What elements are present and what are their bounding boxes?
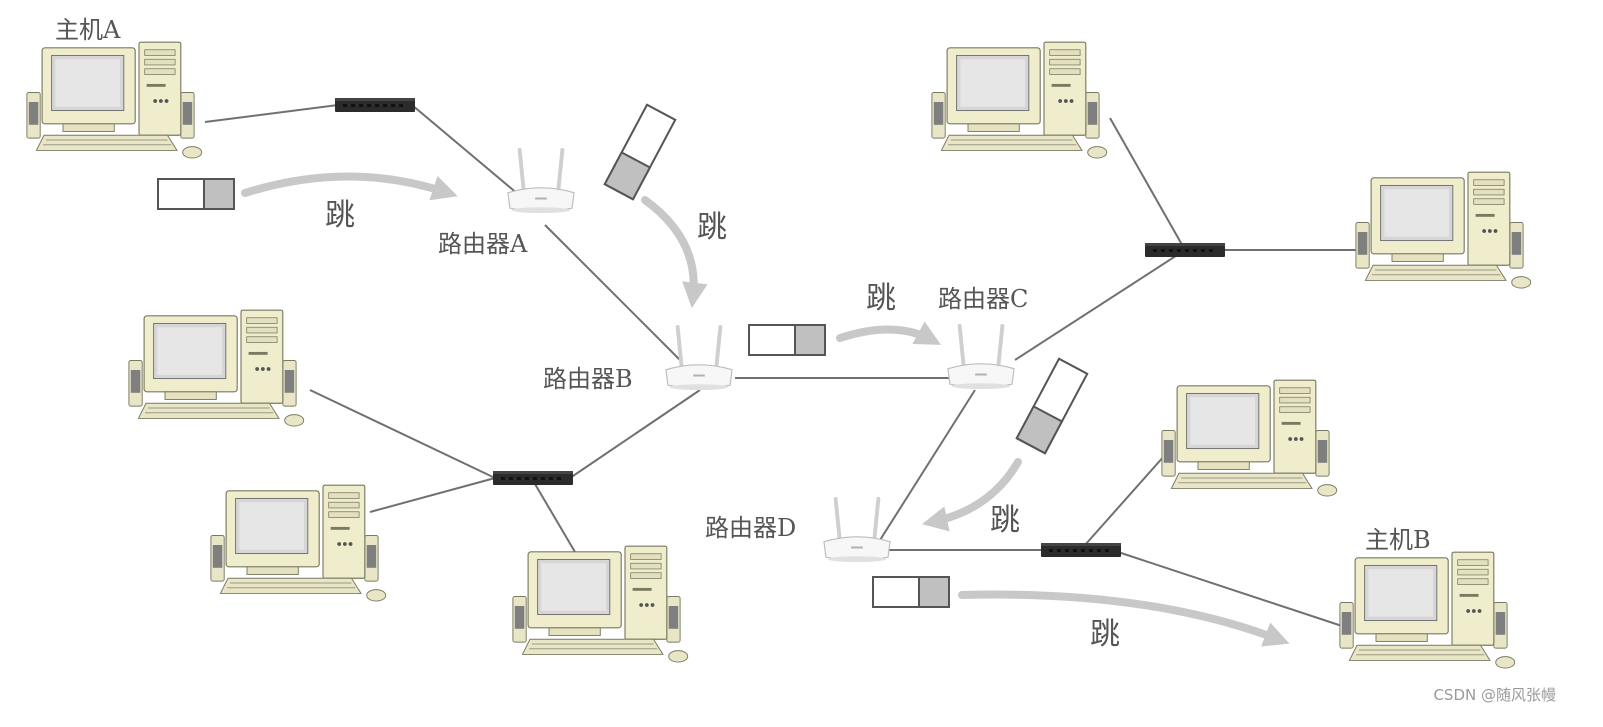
computer-icon — [931, 41, 1108, 159]
arrow-icon — [241, 172, 458, 201]
hop-arrows — [241, 172, 1290, 647]
computer-icon — [1161, 379, 1338, 497]
computer-icon — [210, 484, 387, 602]
switch-icon — [1041, 543, 1121, 557]
labels: 主机A 主机B 路由器A 路由器B 路由器C 路由器D 跳 跳 跳 跳 跳 CS… — [55, 16, 1556, 704]
link-switchb-pc2 — [309, 389, 496, 479]
router-icon — [822, 497, 892, 565]
routers — [506, 148, 1016, 565]
link-switchb-pc4 — [534, 483, 576, 553]
link-routera-routerb — [544, 224, 681, 361]
label-router-a: 路由器A — [438, 230, 528, 258]
label-hop-1: 跳 — [325, 198, 355, 233]
link-switchb-pc3 — [369, 477, 496, 513]
arrow-icon — [921, 458, 1022, 532]
label-router-d: 路由器D — [705, 514, 796, 542]
link-switchd-pc7 — [1084, 454, 1166, 546]
switch-icon — [1145, 243, 1225, 257]
router-icon — [506, 148, 576, 216]
watermark: CSDN @随风张幔 — [1433, 686, 1556, 704]
label-hop-5: 跳 — [1090, 617, 1120, 652]
arrow-icon — [958, 590, 1290, 647]
link-routerc-switchc — [1014, 249, 1186, 361]
link-switchc-pc5 — [1109, 117, 1186, 251]
computer-icon — [512, 545, 689, 663]
computer-icon — [128, 309, 305, 427]
router-icon — [664, 325, 734, 393]
packet-icon — [603, 103, 677, 201]
label-hop-4: 跳 — [990, 503, 1020, 538]
router-icon — [946, 324, 1016, 392]
computer-icon — [1339, 551, 1516, 669]
packet-icon — [872, 576, 950, 608]
link-hosta-switch — [204, 104, 339, 123]
label-host-b: 主机B — [1365, 526, 1431, 554]
packet-icon — [157, 178, 235, 210]
label-router-b: 路由器B — [543, 365, 633, 393]
label-host-a: 主机A — [55, 16, 121, 44]
computer-icon — [1355, 171, 1532, 289]
arrow-icon — [641, 196, 708, 309]
label-router-c: 路由器C — [938, 285, 1028, 313]
link-routerb-switchb — [569, 389, 701, 479]
arrow-icon — [836, 321, 942, 345]
packets — [157, 103, 1089, 608]
switch-icon — [493, 471, 573, 485]
link-switch-routera — [411, 104, 526, 201]
switch-icon — [335, 98, 415, 112]
packet-icon — [748, 324, 826, 356]
links — [204, 104, 1358, 627]
label-hop-2: 跳 — [697, 210, 727, 245]
packet-icon — [1015, 357, 1089, 455]
label-hop-3: 跳 — [866, 281, 896, 316]
computer-icon — [26, 41, 203, 159]
link-switchd-hostb — [1117, 551, 1343, 627]
link-routerc-routerd — [874, 389, 976, 549]
